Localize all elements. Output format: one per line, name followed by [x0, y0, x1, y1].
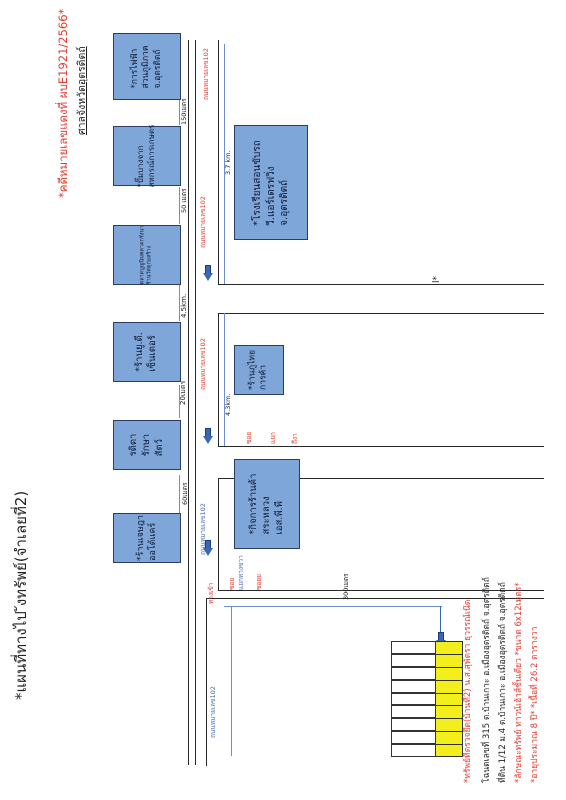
right-turn-label: แยกทางขวา — [237, 555, 245, 590]
scan-mark: l* — [432, 275, 442, 283]
property-type-size: *ลักษณะทรัพย์ ทาวน์เฮ้าส์ชั้นเดียว *ขนาด… — [514, 582, 524, 783]
direction-arrow-1 — [203, 265, 213, 281]
road-cross-6 — [206, 598, 544, 599]
road-label-1: ถนนหมายเลข102 — [202, 48, 210, 100]
distance-label-8: 300เมตร — [342, 573, 350, 600]
landmark-label: *การไฟฟ้าส่วนภูมิภาคจ.อุตรดิตถ์ — [129, 44, 163, 89]
arrive-label: ถึงา — [291, 433, 299, 444]
landmark-ud-center: *ร้านยู.ดี.เซ็นเตอร์ — [113, 322, 181, 382]
distance-line-2 — [179, 385, 180, 418]
distance-line-3 — [179, 285, 180, 321]
road-cross-3 — [218, 446, 544, 447]
entrance-label: ทางเข้า — [207, 582, 215, 604]
road-edge-3 — [218, 478, 219, 590]
distance-line-6 — [224, 44, 225, 284]
landmark-label: รดิตารักษาสัตว์ — [127, 433, 165, 457]
distance-line-8-top — [224, 606, 442, 607]
road-label-2: ถนนหมายเลข102 — [199, 196, 207, 248]
distance-label-1: 60เมตร — [181, 482, 189, 506]
road-main — [195, 40, 196, 765]
road-label-5: ถนนหมายเลข102 — [209, 686, 217, 738]
townhouse-divider — [435, 692, 463, 694]
road-edge-2 — [218, 313, 219, 446]
distance-line-4 — [179, 187, 180, 224]
road-cross-2 — [218, 313, 544, 314]
landmark-label: *ร้านเจษฎาออโต้แคร์ — [135, 515, 158, 561]
map-title: *แผนที่ทางไป ังทรัพย์(จำเลยที่2) — [12, 490, 30, 700]
direction-arrow-3 — [203, 540, 213, 556]
townhouse-divider — [435, 653, 463, 655]
distance-label-3: 4.5km. — [180, 293, 188, 318]
court-name: ศาลจังหวัดอุตรดิตถ์ — [76, 46, 88, 135]
landmark-driving-school: *โรงเรียนสอนขับรถวี.แอร์เดรฟวิ่งจ.อุตรดิ… — [234, 125, 308, 240]
townhouse-divider — [435, 666, 463, 668]
distance-line-8 — [231, 606, 232, 756]
townhouse-divider — [435, 718, 463, 720]
property-deed: โฉนดเลขที่ 315 ต.บ้านเกาะ อ.เมืองอุตรดิต… — [482, 577, 492, 783]
landmark-electricity-office: *การไฟฟ้าส่วนภูมิภาคจ.อุตรดิตถ์ — [113, 33, 181, 100]
property-seized-owner: *ทรัพย์ที่ตรวจยึด(บ้านที่2) น.ส.สุพัตรา … — [463, 599, 473, 783]
townhouse-divider — [435, 731, 463, 733]
road-edge-4 — [206, 598, 207, 766]
landmark-label: *ร้านภูไทยการค้า — [247, 350, 269, 390]
road-cross-4 — [218, 478, 544, 479]
distance-label-2: 20เมตร — [179, 380, 187, 405]
road-main-left — [188, 40, 189, 765]
road-edge-1 — [218, 40, 219, 284]
soi-label-1: ซอย — [228, 577, 236, 590]
pointer-line — [440, 606, 441, 636]
property-age-area: *อายุประมาณ 8 ปี* *เนื้อที่ 26.2 ตารางวา — [530, 626, 540, 783]
townhouse-divider — [435, 744, 463, 746]
property-address: ที่ดิน 1/12 ม.4 ต.บ้านเกาะ อ.เมืองอุตรดิ… — [498, 582, 508, 783]
landmark-label: ตลาดบูญนิมคลาดกรังนาร้านวัสดุก่อสร้าง — [139, 225, 153, 285]
distance-label-6: 3.7 km. — [224, 150, 232, 175]
distance-label-7: 4.3km. — [224, 393, 232, 417]
court-case-number: *คดีหมายเลขแดงที่ ผบE1921/2566* — [56, 8, 70, 198]
landmark-label: *กิจการร้านค้าสระหลวงเอส.พี.พี — [247, 473, 285, 535]
townhouse-divider — [435, 705, 463, 707]
junction-label: แยก — [269, 432, 277, 444]
direction-arrow-2 — [203, 428, 213, 444]
landmark-pet-clinic: รดิตารักษาสัตว์ — [113, 420, 181, 470]
distance-line-7 — [224, 313, 225, 446]
distance-line-1 — [179, 475, 180, 513]
distance-label-5: 150เมตร — [180, 98, 188, 125]
distance-label-4: 50 เมตร — [180, 188, 188, 213]
landmark-construction-store: ตลาดบูญนิมคลาดกรังนาร้านวัสดุก่อสร้าง — [113, 225, 181, 285]
road-cross-1 — [218, 284, 544, 285]
townhouse-divider — [435, 679, 463, 681]
landmark-bangchak-station: *ปั๊มบางจากสหกรณ์การเกษตร — [113, 124, 181, 188]
seized-unit-highlight — [435, 641, 463, 757]
landmark-phuthai-store: *ร้านภูไทยการค้า — [234, 345, 284, 395]
soi-label-2: ซอยย — [255, 574, 263, 590]
distance-line-5 — [179, 100, 180, 125]
road-cross-5 — [218, 590, 544, 591]
soi-label-3: ซอย — [245, 431, 253, 444]
road-label-3: ถนนหมายเลข102 — [199, 338, 207, 390]
landmark-jetsada-autocare: *ร้านเจษฎาออโต้แคร์ — [113, 513, 181, 563]
townhouse-row — [391, 641, 463, 757]
landmark-sa-luang-shop: *กิจการร้านค้าสระหลวงเอส.พี.พี — [234, 459, 300, 549]
landmark-label: *ปั๊มบางจากสหกรณ์การเกษตร — [136, 124, 156, 188]
landmark-label: *โรงเรียนสอนขับรถวี.แอร์เดรฟวิ่งจ.อุตรดิ… — [251, 139, 290, 226]
landmark-label: *ร้านยู.ดี.เซ็นเตอร์ — [134, 332, 158, 372]
